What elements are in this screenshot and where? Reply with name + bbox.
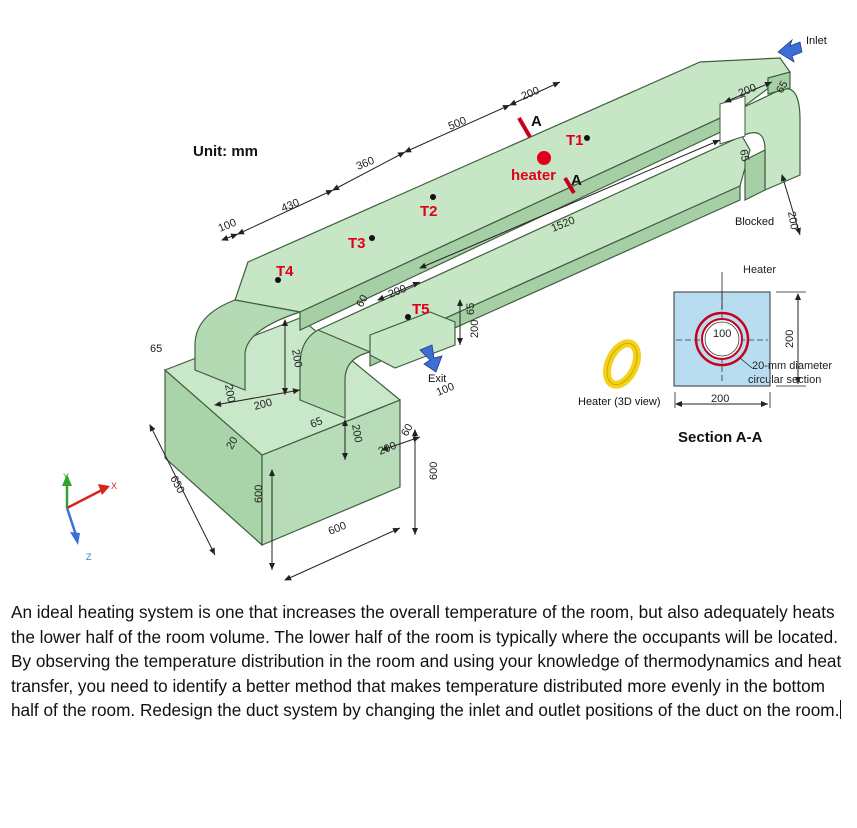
axis-x-label: X [111, 481, 117, 491]
t1-label: T1 [566, 132, 584, 149]
dim-65-bottom: 65 [309, 415, 325, 431]
heater-marker [517, 116, 576, 195]
inlet-arrow-icon [777, 38, 803, 63]
dim-200-bottom: 200 [349, 423, 364, 443]
dim-20: 20 [224, 435, 241, 452]
inlet-label: Inlet [806, 35, 827, 47]
dimension-lines [149, 81, 801, 581]
circular-note-2: circular section [748, 374, 821, 386]
dim-100-top: 100 [217, 217, 239, 235]
dim-60-exit: 60 [399, 422, 416, 439]
axis-y-label: Y [63, 472, 69, 482]
text-cursor [840, 700, 842, 720]
dim-600-right: 600 [428, 462, 440, 480]
dim-65-t5: 65 [465, 303, 477, 315]
heater-section-label: Heater [743, 264, 776, 276]
t3-label: T3 [348, 235, 366, 252]
section-marker-a-bottom: A [571, 172, 582, 189]
section-title: Section A-A [678, 429, 763, 446]
dim-200-v: 200 [289, 348, 304, 368]
circular-note-1: 20-mm diameter [752, 360, 832, 372]
thermocouple-points [275, 135, 590, 320]
dim-430: 430 [280, 197, 302, 215]
section-aa [673, 272, 806, 408]
problem-paragraph: An ideal heating system is one that incr… [11, 600, 851, 723]
dim-200-right: 200 [785, 210, 800, 230]
dim-200-t5-v: 200 [469, 320, 481, 338]
heater-label: heater [511, 167, 556, 184]
section-marker-a-top: A [531, 113, 542, 130]
heater-3d-ring [602, 339, 642, 389]
dim-600-left: 600 [253, 485, 265, 503]
dim-65-inlet: 65 [774, 79, 791, 96]
dim-65-right: 65 [737, 148, 751, 162]
sec-dim-200-v: 200 [784, 330, 796, 348]
exit-arrow-icon [419, 344, 443, 373]
t4-label: T4 [276, 263, 294, 280]
dim-500: 500 [447, 115, 469, 133]
sec-dim-100: 100 [713, 328, 731, 340]
exit-label: Exit [428, 373, 446, 385]
exit-block [369, 311, 456, 369]
duct-system-diagram: T1 T2 T3 T4 T5 A A heater Inlet Exit Blo… [62, 35, 832, 581]
blocked-label: Blocked [735, 216, 774, 228]
dim-360: 360 [355, 155, 377, 173]
blocked-window [719, 95, 746, 145]
unit-label: Unit: mm [193, 143, 258, 160]
dim-600-bottom: 600 [327, 520, 349, 538]
axis-z-label: Z [86, 552, 92, 562]
axis-triad [62, 474, 110, 545]
dim-200-mid: 200 [253, 397, 274, 413]
dim-200-top: 200 [520, 85, 542, 103]
problem-text: An ideal heating system is one that incr… [11, 602, 842, 721]
sec-dim-200-h: 200 [711, 393, 729, 405]
dim-60-t5: 60 [354, 293, 371, 310]
heater-3d-label: Heater (3D view) [578, 396, 661, 408]
t2-label: T2 [420, 203, 438, 220]
dim-65-left: 65 [150, 343, 162, 355]
dim-200-left: 200 [222, 383, 237, 403]
t5-label: T5 [412, 301, 430, 318]
